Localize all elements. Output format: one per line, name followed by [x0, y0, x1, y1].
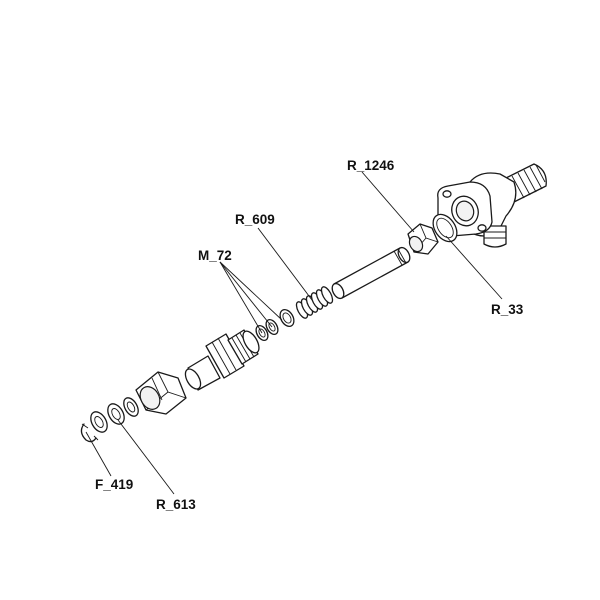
leader-f419: [85, 431, 112, 477]
callout-r33: R_33: [491, 302, 524, 317]
hex-nut-large: [135, 371, 187, 415]
leader-r33: [445, 235, 503, 300]
leader-r613: [117, 419, 175, 495]
leader-lines: [85, 171, 503, 495]
leader-m72-b: [219, 261, 273, 328]
fitting: [184, 329, 260, 391]
callout-m72: M_72: [198, 248, 232, 263]
washers-r613: [90, 397, 139, 433]
circlip-f419: [80, 423, 99, 443]
callout-r613: R_613: [156, 497, 196, 512]
spring-r609: [295, 286, 334, 319]
callout-f419: F_419: [95, 477, 133, 492]
leader-m72-a: [219, 261, 263, 334]
callout-r609: R_609: [235, 212, 275, 227]
tube: [331, 246, 411, 300]
leader-r609: [257, 227, 313, 301]
hex-nut-r1246: [407, 223, 439, 255]
callout-r1246: R_1246: [347, 158, 395, 173]
leader-m72-c: [219, 261, 283, 321]
o-ring-r33: [432, 213, 458, 243]
leader-r1246: [361, 171, 415, 233]
